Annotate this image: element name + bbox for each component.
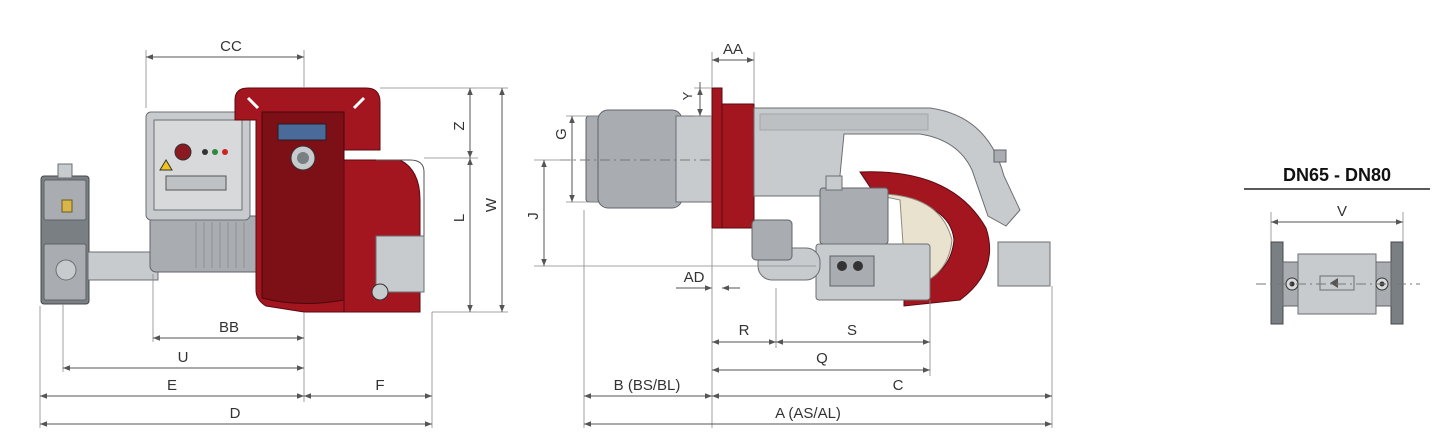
burner-housing [234,87,425,313]
dim-e: E [167,377,177,394]
blast-tube [560,109,716,209]
dim-q: Q [816,350,828,367]
flange-drawing [1256,241,1420,325]
dim-g: G [553,128,570,140]
dim-y: Y [680,91,695,100]
dim-d: D [230,405,241,422]
dim-aa: AA [723,41,743,58]
dim-ad: AD [684,269,705,286]
dim-bb: BB [219,319,239,336]
dim-r: R [739,322,750,339]
dim-j: J [525,212,542,220]
dim-l: L [451,214,468,222]
dim-u: U [178,349,189,366]
gas-valve-assembly [751,175,931,301]
dim-w: W [483,197,500,212]
gas-valve-train [40,163,159,305]
rear-connector [997,241,1051,287]
side-view: AA Y G J AD R S Q [525,41,1053,428]
dim-f: F [375,377,384,394]
dim-a: A (AS/AL) [775,405,841,422]
burner-neck [721,103,755,229]
dim-s: S [847,322,857,339]
flange-title: DN65 - DN80 [1283,165,1391,185]
dim-v: V [1337,203,1347,220]
boiler-flange [711,87,723,229]
control-panel [145,111,251,221]
flange-view: DN65 - DN80 V [1244,165,1430,325]
air-volute [859,171,991,307]
dim-z: Z [451,121,468,130]
front-view: CC Z L W BB U E F D [39,38,508,428]
dim-b: B (BS/BL) [614,377,681,394]
fan-motor [149,215,263,273]
dim-cc: CC [220,38,242,55]
dim-c: C [893,377,904,394]
rear-stub [993,149,1007,163]
fan-housing [753,107,1021,227]
